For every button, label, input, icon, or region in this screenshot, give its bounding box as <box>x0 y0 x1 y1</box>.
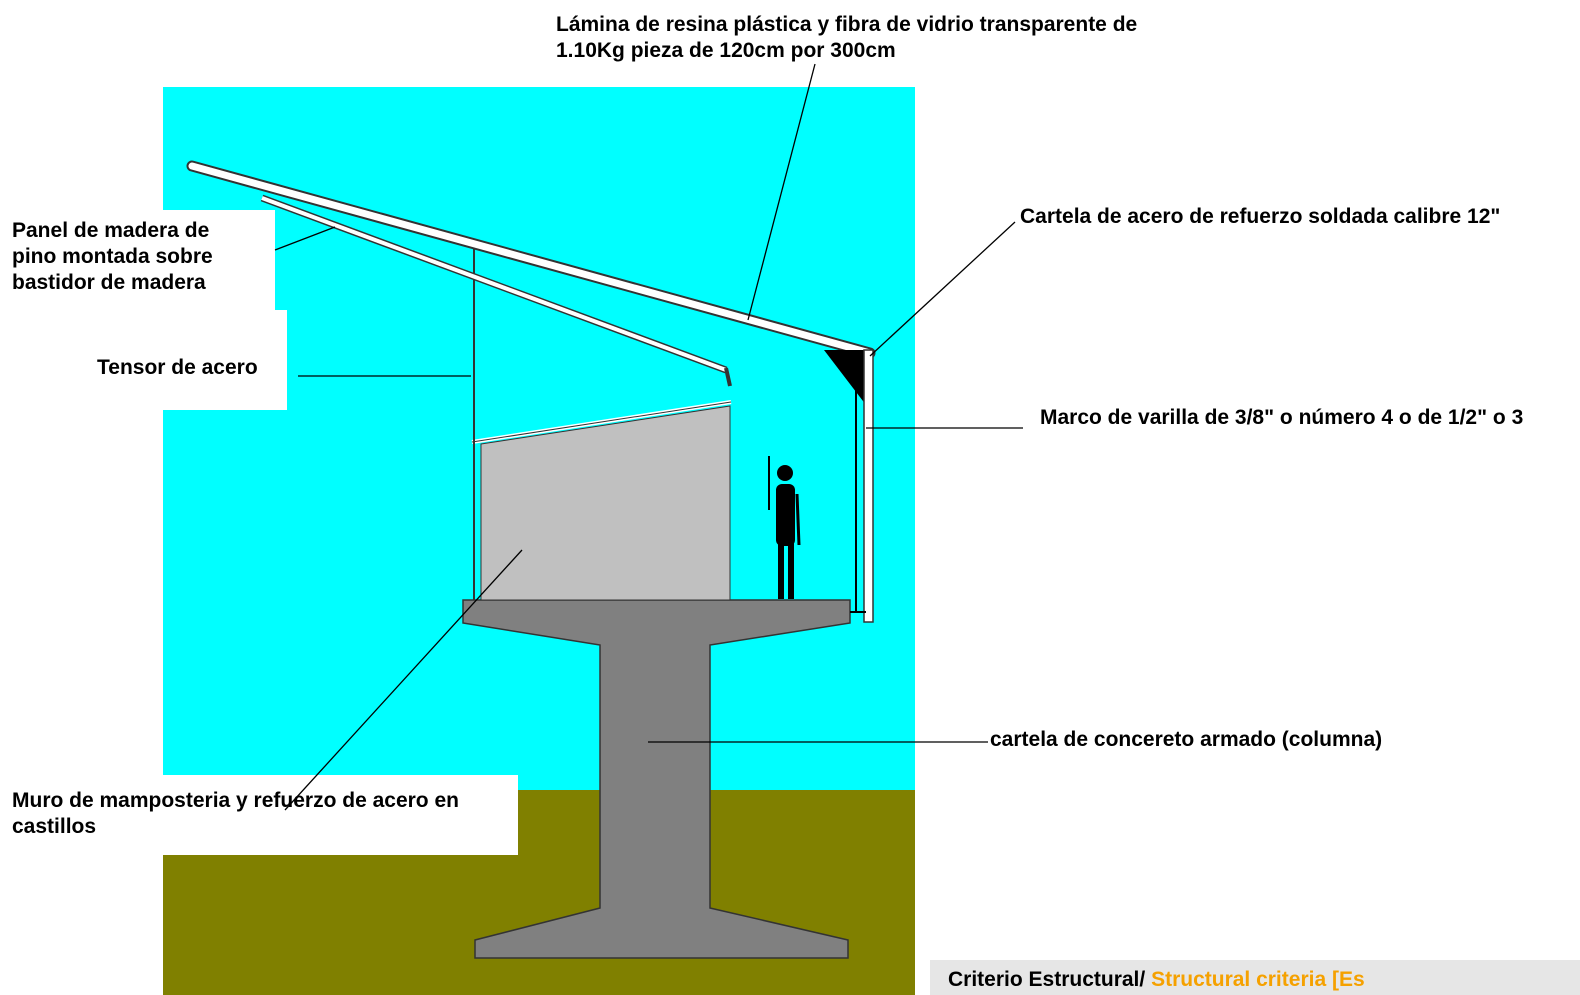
cartela-concreto-label: cartela de concereto armado (columna) <box>990 728 1383 751</box>
person-figure <box>768 456 801 599</box>
steel-frame-post <box>863 349 874 623</box>
muro-label-line2: castillos <box>12 815 97 838</box>
panel-label-line1: Panel de madera de <box>12 219 210 242</box>
caption-spanish: Criterio Estructural/ <box>948 968 1152 991</box>
muro-label-line1: Muro de mamposteria y refuerzo de acero … <box>12 789 459 812</box>
wood-panel-end <box>724 367 732 387</box>
tensor-label: Tensor de acero <box>97 356 258 379</box>
caption-english: Structural criteria [Es <box>1151 968 1365 991</box>
caption-bar: Criterio Estructural/ Structural criteri… <box>930 960 1580 995</box>
masonry-wall <box>480 405 731 601</box>
muro-label: Muro de mamposteria y refuerzo de acero … <box>12 788 459 840</box>
panel-label-line2: pino montada sobre <box>12 245 213 268</box>
concrete-column <box>462 599 851 959</box>
lamina-label-line1: Lámina de resina plástica y fibra de vid… <box>556 13 1138 36</box>
tensor-label-backdrop <box>0 310 287 410</box>
panel-label-backdrop <box>0 210 275 310</box>
panel-label: Panel de madera de pino montada sobre ba… <box>12 218 213 296</box>
leader-muro <box>284 549 523 811</box>
muro-label-backdrop <box>0 775 518 855</box>
panel-label-line3: bastidor de madera <box>12 271 206 294</box>
leader-panel <box>274 226 336 251</box>
marco-label: Marco de varilla de 3/8" o número 4 o de… <box>1040 406 1524 429</box>
wall-top-beam-edge <box>471 401 732 443</box>
wood-panel <box>261 196 727 372</box>
lamina-label: Lámina de resina plástica y fibra de vid… <box>556 12 1137 64</box>
roof-sheet <box>188 162 874 357</box>
lamina-label-line2: 1.10Kg pieza de 120cm por 300cm <box>556 39 896 62</box>
cartela-acero-label: Cartela de acero de refuerzo soldada cal… <box>1020 205 1501 228</box>
leader-cartela-acero <box>869 221 1016 357</box>
leader-lamina <box>747 63 816 321</box>
